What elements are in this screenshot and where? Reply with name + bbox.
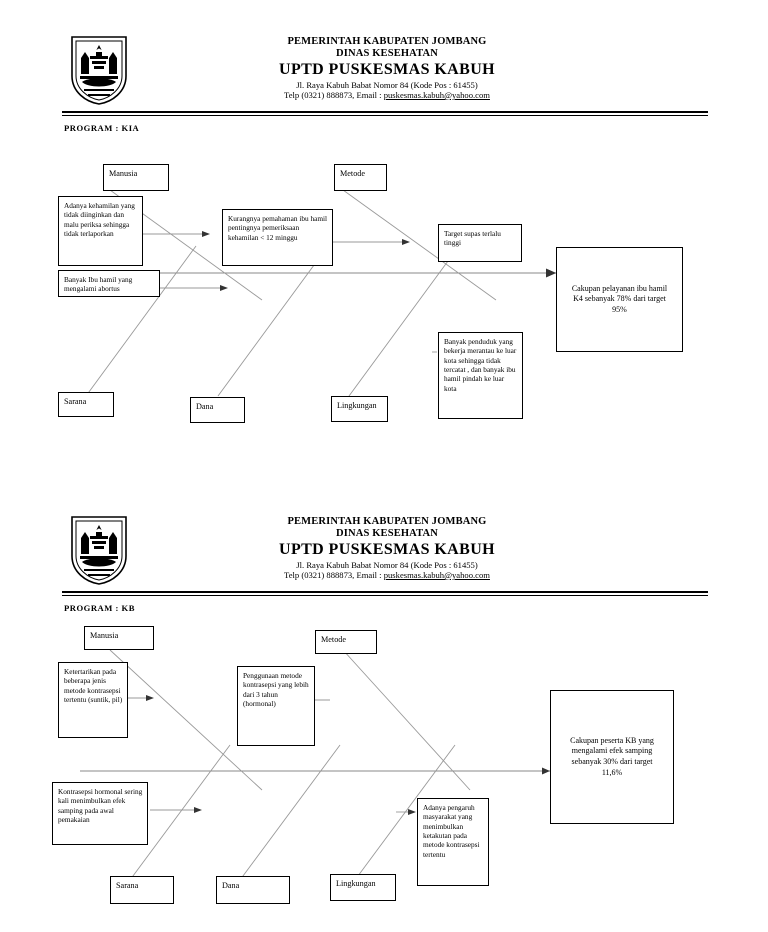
letterhead-line-3: UPTD PUSKESMAS KABUH (278, 60, 496, 78)
letterhead-text-block-kb: PEMERINTAH KABUPATEN JOMBANG DINAS KESEH… (172, 516, 602, 581)
cause-box-kia-lingkungan-1: Banyak penduduk yang bekerja merantau ke… (438, 332, 523, 419)
cause-box-kia-metode-1: Kurangnya pemahaman ibu hamil pentingnya… (222, 209, 333, 266)
category-box-sarana-kb: Sarana (110, 876, 174, 904)
cause-box-kb-manusia-1: Ketertarikan pada beberapa jenis metode … (58, 662, 128, 738)
letterhead-contact: Telp (0321) 888873, Email : puskesmas.ka… (172, 89, 602, 101)
category-box-dana-kia: Dana (190, 397, 245, 423)
jombang-regency-crest-icon (68, 514, 130, 586)
category-box-sarana-kia: Sarana (58, 392, 114, 417)
letterhead-line-2: DINAS KESEHATAN (336, 527, 438, 539)
letterhead-email-link[interactable]: puskesmas.kabuh@yahoo.com (383, 569, 490, 580)
jombang-regency-crest-icon (68, 34, 130, 106)
letterhead-line-2: DINAS KESEHATAN (336, 47, 438, 59)
letterhead-address: Jl. Raya Kabuh Babat Nomor 84 (Kode Pos … (296, 80, 478, 91)
cause-box-kia-manusia-1: Adanya kehamilan yang tidak diinginkan d… (58, 196, 143, 266)
letterhead-text-block-kia: PEMERINTAH KABUPATEN JOMBANG DINAS KESEH… (172, 36, 602, 101)
cause-box-kb-sarana-1: Kontrasepsi hormonal sering kali menimbu… (52, 782, 148, 845)
letterhead-rule-thin-kia (62, 115, 708, 116)
category-box-lingkungan-kia: Lingkungan (331, 396, 388, 422)
cause-box-kb-metode-1: Penggunaan metode kontrasepsi yang lebih… (237, 666, 315, 746)
category-box-metode-kb: Metode (315, 630, 377, 654)
category-box-metode-kia: Metode (334, 164, 387, 191)
effect-box-kb: Cakupan peserta KB yang mengalami efek s… (550, 690, 674, 824)
category-box-dana-kb: Dana (216, 876, 290, 904)
category-box-manusia-kia: Manusia (103, 164, 169, 191)
letterhead-address: Jl. Raya Kabuh Babat Nomor 84 (Kode Pos … (296, 560, 478, 571)
category-box-manusia-kb: Manusia (84, 626, 154, 650)
category-box-lingkungan-kb: Lingkungan (330, 874, 396, 901)
cause-box-kia-manusia-2: Banyak Ibu hamil yang mengalami abortus (58, 270, 160, 297)
letterhead-email-link[interactable]: puskesmas.kabuh@yahoo.com (383, 89, 490, 100)
letterhead-rule-thick-kia (62, 111, 708, 113)
letterhead-contact-prefix: Telp (0321) 888873, Email : (284, 569, 384, 580)
cause-box-kia-target-1: Target supas terlalu tinggi (438, 224, 522, 262)
letterhead-line-1: PEMERINTAH KABUPATEN JOMBANG (287, 516, 487, 527)
letterhead-line-3: UPTD PUSKESMAS KABUH (278, 540, 496, 558)
cause-box-kb-lingkungan-1: Adanya pengaruh masyarakat yang menimbul… (417, 798, 489, 886)
letterhead-contact-prefix: Telp (0321) 888873, Email : (284, 89, 384, 100)
letterhead-contact: Telp (0321) 888873, Email : puskesmas.ka… (172, 569, 602, 581)
letterhead-line-1: PEMERINTAH KABUPATEN JOMBANG (287, 36, 487, 47)
effect-box-kia: Cakupan pelayanan ibu hamil K4 sebanyak … (556, 247, 683, 352)
letterhead-rule-thin-kb (62, 595, 708, 596)
program-label-kia: PROGRAM : KIA (64, 123, 140, 133)
letterhead-rule-thick-kb (62, 591, 708, 593)
program-label-kb: PROGRAM : KB (64, 603, 135, 613)
